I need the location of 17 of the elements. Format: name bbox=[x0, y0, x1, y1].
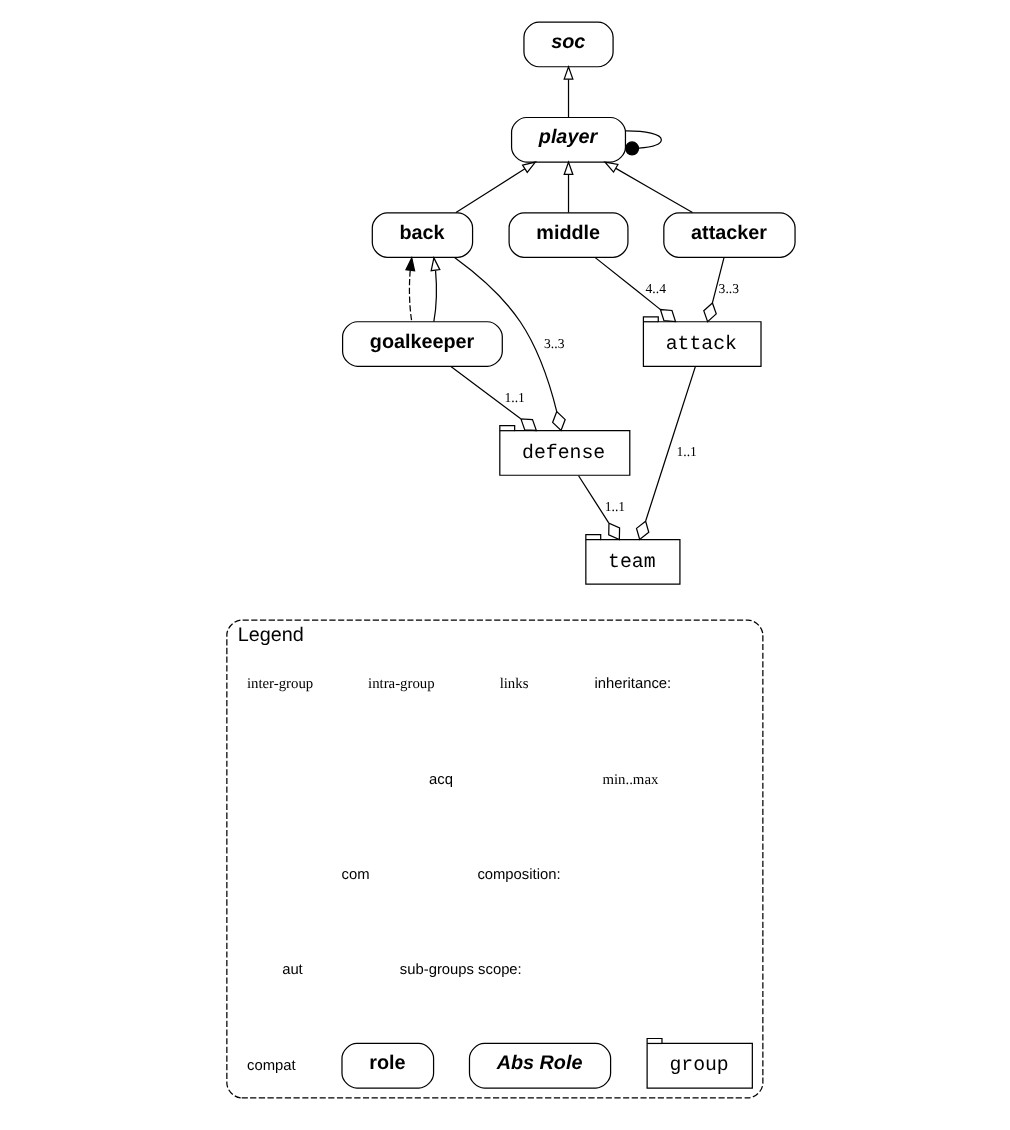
node-box: back bbox=[370, 212, 473, 258]
connector bbox=[624, 130, 661, 156]
arrow bbox=[602, 161, 693, 214]
node-box: Abs Role bbox=[467, 1042, 611, 1089]
arrow bbox=[454, 161, 536, 214]
arrow bbox=[562, 160, 573, 214]
node-box: player bbox=[509, 116, 626, 163]
arrow bbox=[404, 256, 415, 323]
node-box: attacker bbox=[662, 212, 795, 258]
node-box: middle bbox=[507, 212, 628, 258]
node-box: goalkeeper bbox=[341, 321, 502, 367]
arrow bbox=[562, 64, 573, 118]
node-box: soc bbox=[522, 21, 613, 68]
connector bbox=[702, 257, 724, 323]
arrow bbox=[429, 256, 440, 323]
connector bbox=[634, 365, 696, 541]
node-box: role bbox=[340, 1042, 434, 1089]
